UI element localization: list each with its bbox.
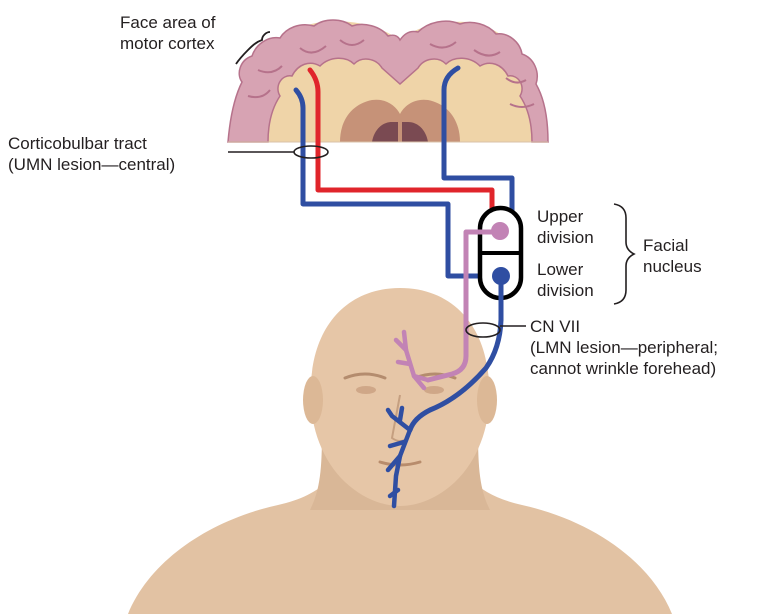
- cn-vii-line-2: (LMN lesion—peripheral;: [530, 337, 718, 358]
- right-eye: [424, 386, 444, 394]
- cn-vii-label: CN VII (LMN lesion—peripheral; cannot wr…: [530, 316, 718, 379]
- brain-icon: [228, 20, 548, 142]
- facial-nucleus-line-2: nucleus: [643, 256, 702, 277]
- left-ear: [303, 376, 323, 424]
- face-area-line-1: Face area of: [120, 12, 215, 33]
- lower-division-line-2: division: [537, 280, 594, 301]
- upper-division-label: Upper division: [537, 206, 594, 248]
- lower-division-label: Lower division: [537, 259, 594, 301]
- lower-division-line-1: Lower: [537, 259, 594, 280]
- face-area-label: Face area of motor cortex: [120, 12, 215, 54]
- cn-vii-line-3: cannot wrinkle forehead): [530, 358, 718, 379]
- upper-division-line-2: division: [537, 227, 594, 248]
- corticobulbar-label: Corticobulbar tract (UMN lesion—central): [8, 133, 175, 175]
- division-brace: [614, 204, 634, 304]
- corticobulbar-ring: [294, 146, 328, 158]
- facial-nucleus-line-1: Facial: [643, 235, 702, 256]
- upper-division-line-1: Upper: [537, 206, 594, 227]
- facial-nucleus-label: Facial nucleus: [643, 235, 702, 277]
- corticobulbar-line-1: Corticobulbar tract: [8, 133, 175, 154]
- cn-vii-line-1: CN VII: [530, 316, 718, 337]
- left-eye: [356, 386, 376, 394]
- corticobulbar-line-2: (UMN lesion—central): [8, 154, 175, 175]
- right-ear: [477, 376, 497, 424]
- face-area-line-2: motor cortex: [120, 33, 215, 54]
